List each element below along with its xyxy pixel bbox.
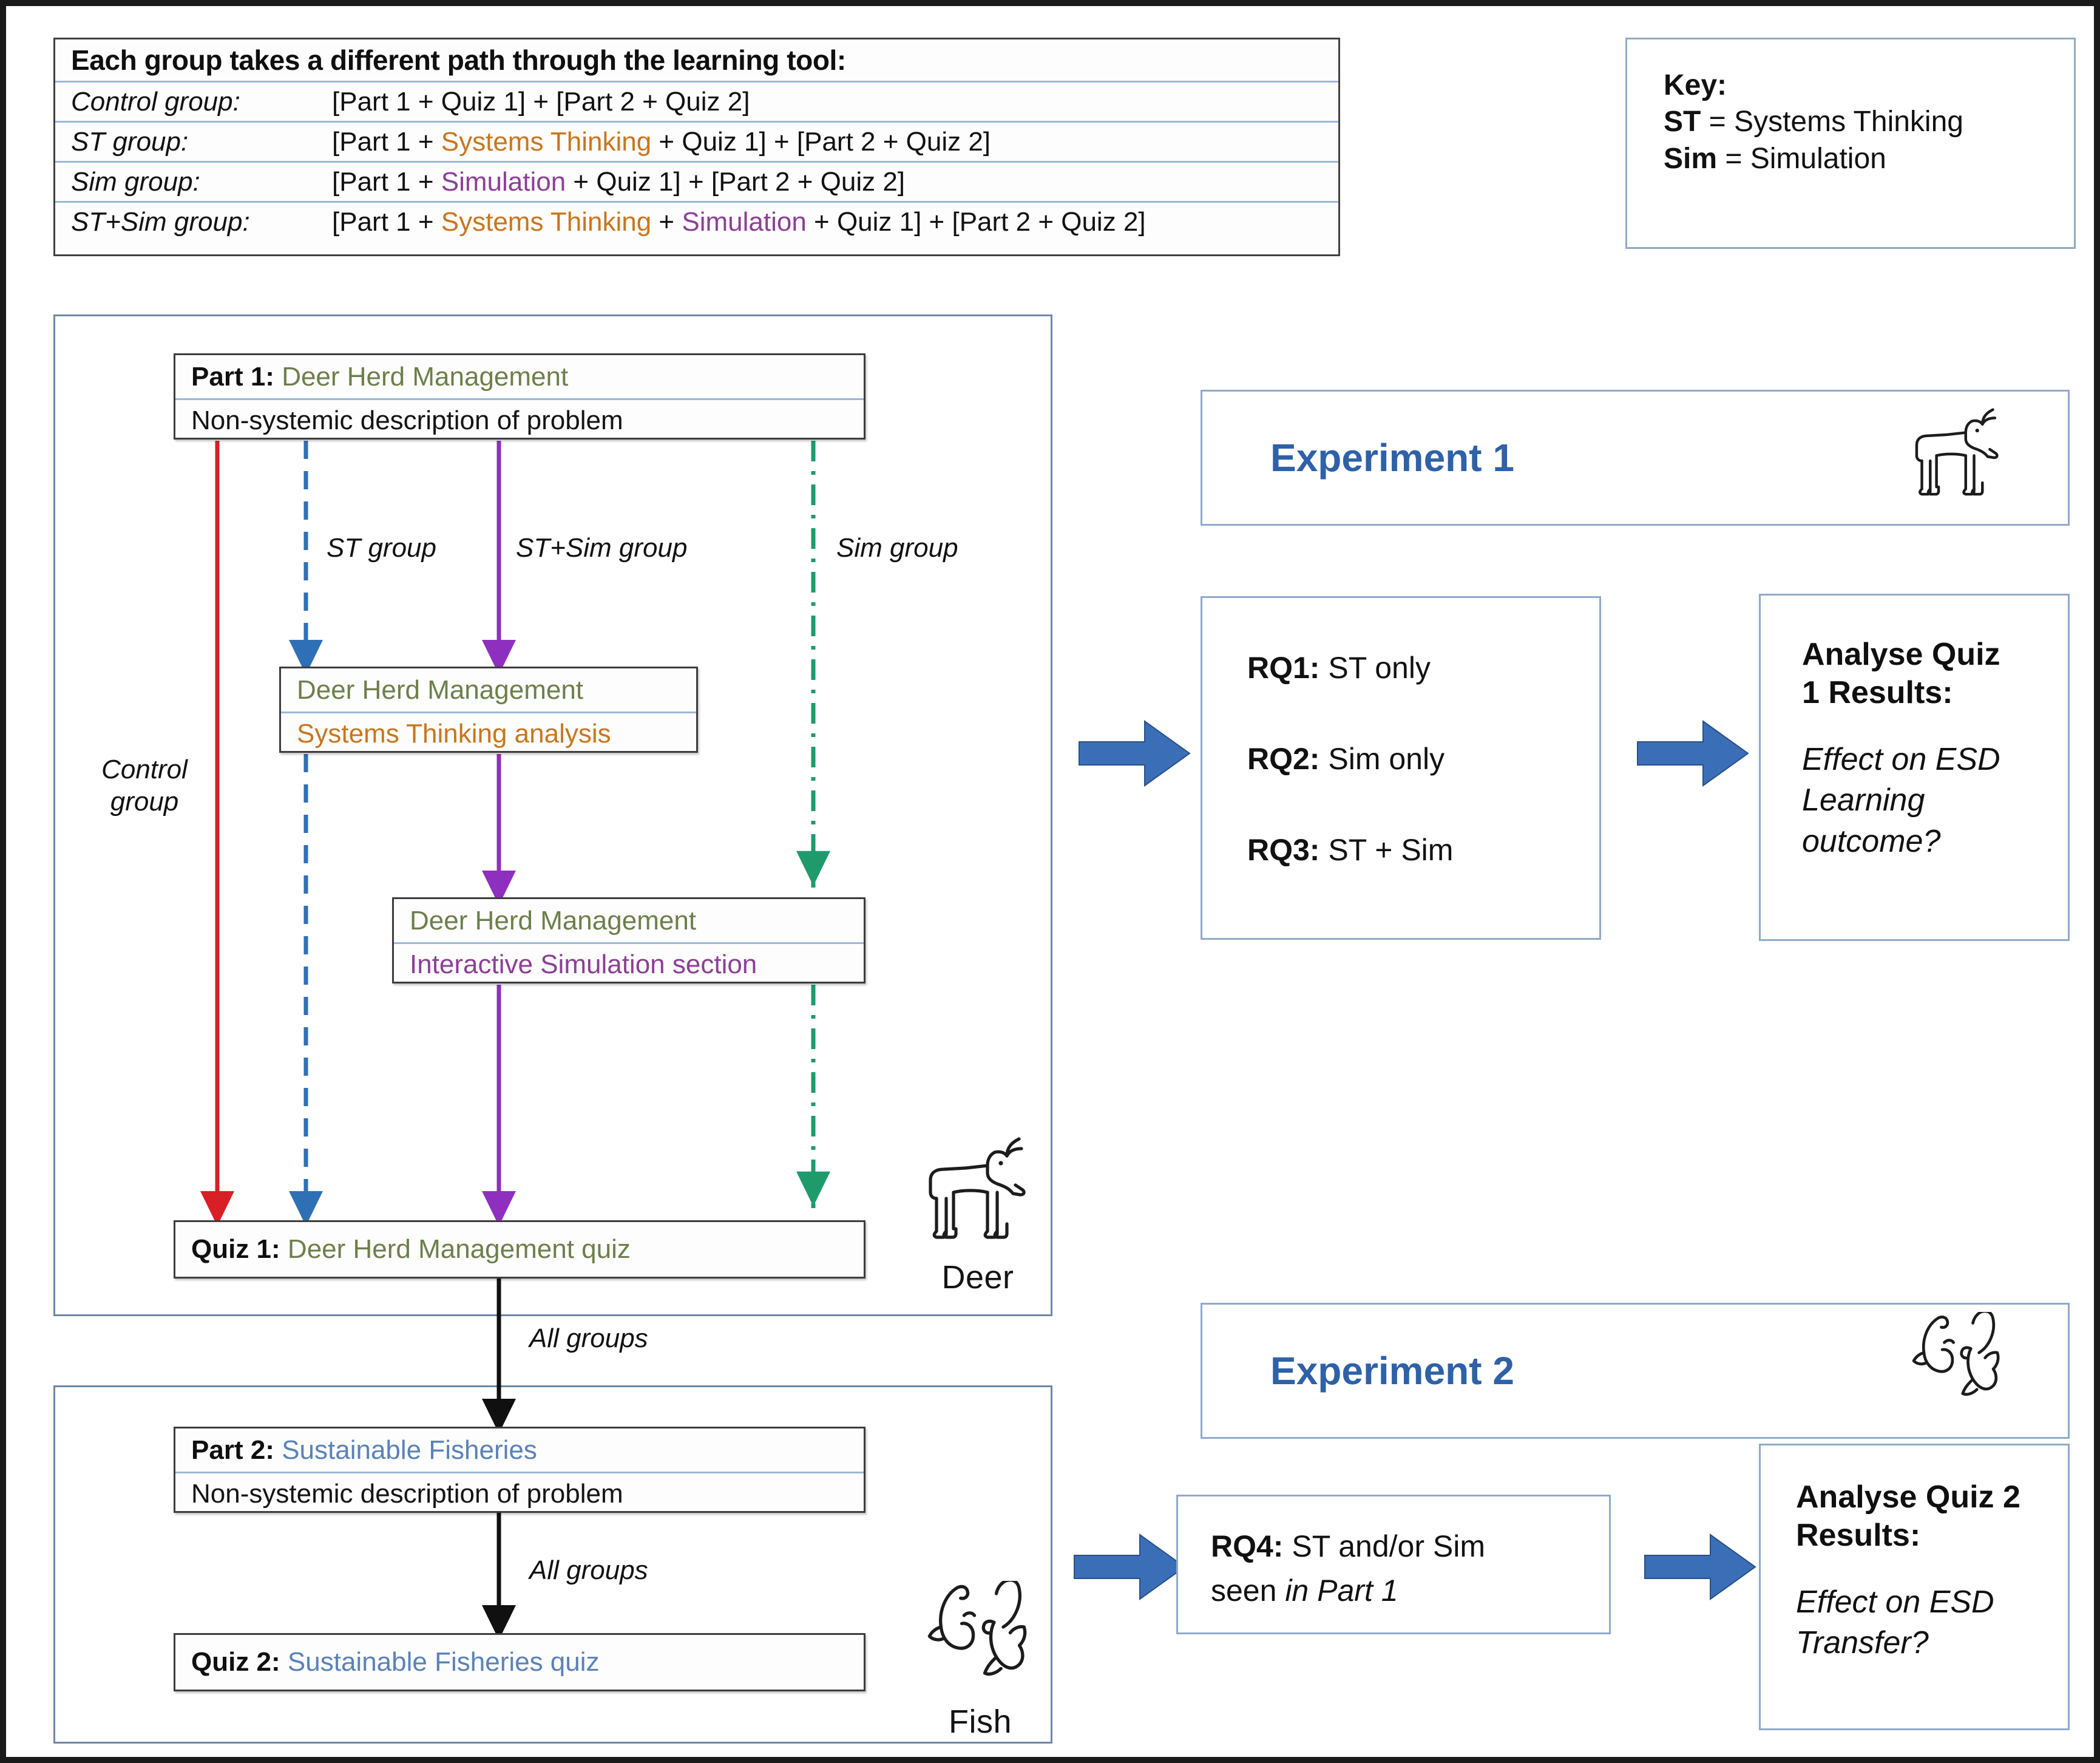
- deer-flow-panel: [53, 314, 1052, 1316]
- block-arrow-to-rq1: [1079, 720, 1191, 787]
- path-row-label: Control group:: [71, 86, 240, 117]
- key-entry-sim: Sim = Simulation: [1664, 142, 1886, 175]
- research-question-rq4-line1: RQ4: ST and/or Sim: [1211, 1529, 1486, 1563]
- node-part1-subtitle: Non-systemic description of problem: [191, 406, 623, 435]
- node-quiz1-title: Quiz 1: Deer Herd Management quiz: [191, 1234, 631, 1264]
- analyse-quiz1-results-box: Analyse Quiz 1 Results: Effect on ESD Le…: [1759, 594, 2070, 941]
- research-question-rq4-line2: seen in Part 1: [1211, 1574, 1398, 1608]
- node-quiz2[interactable]: Quiz 2: Sustainable Fisheries quiz: [174, 1633, 865, 1691]
- path-row-expression: [Part 1 + Quiz 1] + [Part 2 + Quiz 2]: [332, 86, 750, 117]
- research-questions-box-exp1: RQ1: ST only RQ2: Sim only RQ3: ST + Sim: [1201, 596, 1601, 940]
- deer-panel-icon-group: Deer: [902, 1136, 1054, 1296]
- analyse-quiz1-question: Effect on ESD Learning outcome?: [1802, 741, 2000, 860]
- fish-icon-wrap-exp2: [1908, 1310, 2010, 1417]
- edge-label-st-sim-group: ST+Sim group: [516, 533, 688, 563]
- fish-panel-caption: Fish: [948, 1704, 1012, 1740]
- node-st-activity: Systems Thinking analysis: [297, 719, 611, 749]
- block-arrow-to-rq4: [1074, 1534, 1186, 1600]
- node-part2-title: Part 2: Sustainable Fisheries: [175, 1428, 864, 1473]
- block-arrow-to-analyse2: [1644, 1534, 1756, 1600]
- edge-label-all-groups-1: All groups: [529, 1323, 648, 1353]
- key-title: Key:: [1664, 69, 1727, 101]
- table-row: ST+Sim group: [Part 1 + Systems Thinking…: [55, 203, 1338, 241]
- node-part1[interactable]: Part 1: Deer Herd Management Non-systemi…: [174, 353, 865, 440]
- research-question-rq2: RQ2: Sim only: [1247, 742, 1445, 776]
- research-questions-box-exp2: RQ4: ST and/or Sim seen in Part 1: [1176, 1495, 1611, 1634]
- node-sim-activity: Interactive Simulation section: [410, 949, 757, 979]
- analyse-quiz2-question: Effect on ESD Transfer?: [1796, 1584, 1994, 1661]
- node-st-topic: Deer Herd Management: [281, 668, 696, 713]
- fish-icon: [927, 1578, 1027, 1676]
- path-row-expression: [Part 1 + Systems Thinking + Simulation …: [332, 206, 1146, 237]
- node-sim-topic: Deer Herd Management: [394, 899, 864, 944]
- path-row-label: Sim group:: [71, 166, 200, 197]
- learning-path-table: Each group takes a different path throug…: [53, 38, 1340, 256]
- fish-panel-icon-group: Fish: [904, 1578, 1056, 1741]
- table-row: Control group: [Part 1 + Quiz 1] + [Part…: [55, 83, 1338, 123]
- experiment-2-header: Experiment 2: [1201, 1303, 2070, 1439]
- edge-label-control-group: Control group: [101, 755, 188, 817]
- edge-label-st-group: ST group: [327, 533, 436, 563]
- experiment-1-header: Experiment 1: [1201, 390, 2070, 526]
- node-quiz2-title: Quiz 2: Sustainable Fisheries quiz: [191, 1647, 600, 1677]
- deer-panel-caption: Deer: [941, 1259, 1014, 1296]
- experiment-1-title: Experiment 1: [1270, 436, 1514, 480]
- path-table-heading: Each group takes a different path throug…: [55, 39, 1338, 83]
- key-legend-box: Key: ST = Systems Thinking Sim = Simulat…: [1625, 38, 2076, 249]
- path-row-label: ST group:: [71, 126, 189, 157]
- path-row-expression: [Part 1 + Systems Thinking + Quiz 1] + […: [332, 126, 991, 157]
- research-question-rq3: RQ3: ST + Sim: [1247, 833, 1454, 867]
- edge-label-all-groups-2: All groups: [529, 1555, 648, 1585]
- key-entry-st: ST = Systems Thinking: [1664, 106, 1963, 138]
- analyse-quiz2-results-box: Analyse Quiz 2 Results: Effect on ESD Tr…: [1759, 1444, 2070, 1730]
- node-quiz1[interactable]: Quiz 1: Deer Herd Management quiz: [174, 1220, 865, 1279]
- fish-icon: [1912, 1310, 2000, 1396]
- experiment-2-title: Experiment 2: [1270, 1349, 1514, 1393]
- node-part1-title: Part 1: Deer Herd Management: [175, 355, 864, 400]
- path-row-label: ST+Sim group:: [71, 206, 250, 237]
- analyse-quiz2-title: Analyse Quiz 2 Results:: [1796, 1479, 2020, 1554]
- deer-icon: [929, 1137, 1026, 1239]
- block-arrow-to-analyse1: [1637, 720, 1749, 787]
- deer-icon-wrap-exp1: [1905, 405, 2010, 512]
- deer-icon: [1915, 408, 1999, 496]
- node-part2[interactable]: Part 2: Sustainable Fisheries Non-system…: [174, 1427, 865, 1513]
- research-question-rq1: RQ1: ST only: [1247, 651, 1431, 685]
- table-row: ST group: [Part 1 + Systems Thinking + Q…: [55, 123, 1338, 163]
- node-systems-thinking[interactable]: Deer Herd Management Systems Thinking an…: [279, 667, 698, 753]
- node-part2-subtitle: Non-systemic description of problem: [191, 1479, 623, 1509]
- path-row-expression: [Part 1 + Simulation + Quiz 1] + [Part 2…: [332, 166, 906, 197]
- node-simulation[interactable]: Deer Herd Management Interactive Simulat…: [392, 897, 865, 983]
- edge-label-sim-group: Sim group: [836, 533, 958, 563]
- table-row: Sim group: [Part 1 + Simulation + Quiz 1…: [55, 163, 1338, 203]
- analyse-quiz1-title: Analyse Quiz 1 Results:: [1802, 637, 2000, 711]
